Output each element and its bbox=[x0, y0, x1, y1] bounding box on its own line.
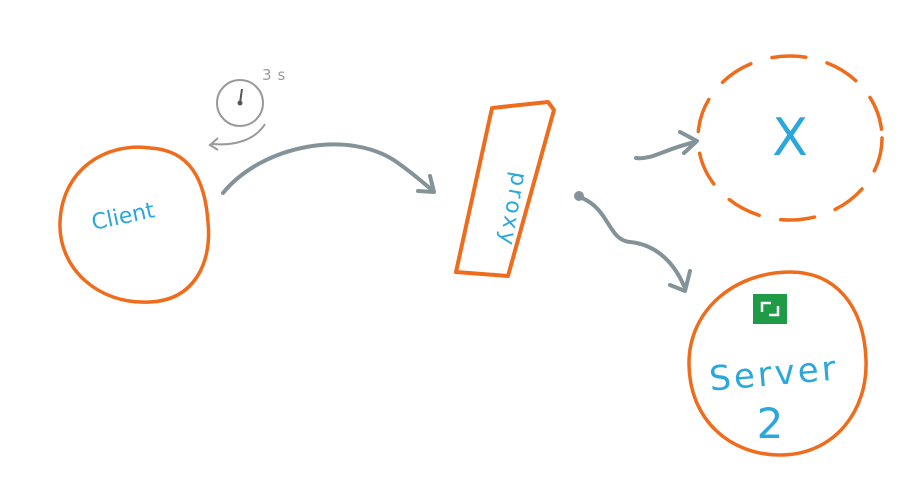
failed-server-circle bbox=[696, 54, 884, 222]
timer: 3s bbox=[208, 66, 291, 151]
proxy-node: proxy bbox=[454, 100, 556, 278]
arrow-proxy-to-failed bbox=[634, 130, 699, 161]
server2-label-line2: 2 bbox=[757, 399, 784, 448]
server2-node: Server 2 bbox=[687, 270, 868, 457]
server2-circle bbox=[687, 270, 868, 457]
timer-label: 3s bbox=[262, 66, 291, 84]
proxy-box bbox=[454, 100, 556, 278]
client-circle bbox=[58, 145, 211, 304]
failed-server-node: X bbox=[696, 54, 884, 222]
arrow-client-to-proxy bbox=[221, 142, 436, 195]
arrow-proxy-to-server2 bbox=[574, 191, 692, 293]
proxy-label: proxy bbox=[493, 170, 531, 250]
client-label: Client bbox=[89, 198, 157, 236]
expand-icon bbox=[753, 294, 787, 324]
server2-label-line1: Server bbox=[708, 348, 840, 399]
failed-server-label: X bbox=[772, 108, 808, 168]
client-node: Client bbox=[58, 145, 211, 304]
stopwatch-icon bbox=[208, 79, 266, 151]
